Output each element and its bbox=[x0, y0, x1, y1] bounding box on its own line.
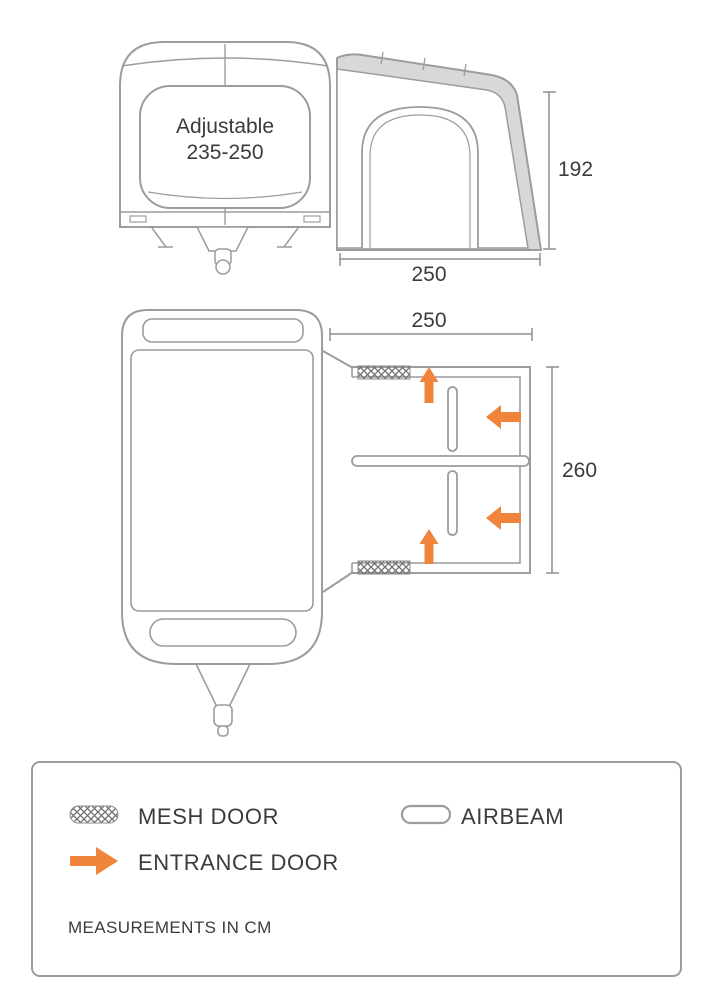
awning-connection-top bbox=[322, 350, 354, 369]
airbeam-label: AIRBEAM bbox=[461, 804, 564, 829]
caravan-hitch-body bbox=[213, 704, 233, 727]
mesh-door-icon bbox=[69, 805, 119, 824]
entrance-arrow-right-upper-left bbox=[486, 405, 521, 429]
awning-connection-bottom bbox=[322, 571, 354, 593]
caravan-left-corner-steady bbox=[151, 227, 173, 248]
entrance-arrow-right-lower-left bbox=[486, 506, 521, 530]
airbeam-icon bbox=[400, 804, 452, 825]
plan-depth-dimension bbox=[546, 366, 559, 574]
awning-height-dimension bbox=[543, 91, 556, 250]
entrance-door-arrows bbox=[419, 367, 521, 564]
caravan-adjustable-label-line1: Adjustable bbox=[176, 115, 274, 138]
entrance-door-icon bbox=[70, 847, 118, 875]
entrance-arrow-bottom-up bbox=[419, 529, 439, 564]
caravan-aframe-drawbar bbox=[195, 663, 251, 708]
legend: MESH DOOR AIRBEAM ENTRANCE DOOR MEASUREM… bbox=[31, 761, 682, 977]
side-view-diagram: Adjustable 235-250 192 250 bbox=[119, 41, 593, 286]
entrance-door-label: ENTRANCE DOOR bbox=[138, 850, 339, 875]
airbeams-plan bbox=[351, 386, 530, 536]
caravan-rear-window-strip bbox=[149, 618, 297, 647]
caravan-hitch-tip bbox=[217, 725, 229, 737]
awning-width-dimension-side bbox=[339, 253, 541, 266]
awning-wall-outer bbox=[352, 366, 531, 574]
awning-door-arch-inner bbox=[369, 114, 471, 248]
caravan-top-view bbox=[121, 309, 323, 737]
caravan-jockey-wheel bbox=[215, 259, 231, 275]
awning-height-value: 192 bbox=[558, 158, 593, 181]
awning-door-arch-outer bbox=[361, 106, 479, 248]
plan-view-diagram: 250 bbox=[121, 309, 597, 737]
awning-floor-plan bbox=[322, 350, 531, 593]
caravan-right-corner-steady bbox=[277, 227, 299, 248]
measurements-note: MEASUREMENTS IN CM bbox=[68, 918, 272, 937]
awning-side-profile bbox=[336, 51, 543, 251]
plan-depth-value: 260 bbox=[562, 459, 597, 482]
caravan-window-lower-trim bbox=[147, 191, 303, 200]
caravan-right-light bbox=[303, 215, 321, 223]
awning-wall-inner bbox=[352, 376, 521, 564]
awning-roof-seam-ticks bbox=[380, 51, 467, 77]
mesh-door-panel-bottom bbox=[357, 560, 411, 575]
entrance-arrow-top-up bbox=[419, 367, 439, 403]
legend-box bbox=[31, 761, 682, 977]
caravan-front-window bbox=[139, 85, 311, 209]
caravan-adjustable-label-line2: 235-250 bbox=[186, 141, 263, 164]
caravan-roof-inner-outline bbox=[130, 349, 314, 612]
airbeam-front-room bbox=[447, 386, 458, 452]
mesh-door-label: MESH DOOR bbox=[138, 804, 279, 829]
caravan-left-light bbox=[129, 215, 147, 223]
caravan-front-window-strip bbox=[142, 318, 304, 343]
mesh-door-panel-top bbox=[357, 365, 411, 380]
plan-width-dimension bbox=[329, 328, 533, 341]
awning-width-value-side: 250 bbox=[411, 263, 446, 286]
airbeam-rear-room bbox=[447, 470, 458, 536]
airbeam-middle-divider bbox=[351, 455, 530, 467]
caravan-front-view bbox=[119, 41, 331, 275]
caravan-hitch-cover bbox=[195, 226, 250, 252]
plan-width-value: 250 bbox=[411, 309, 446, 332]
